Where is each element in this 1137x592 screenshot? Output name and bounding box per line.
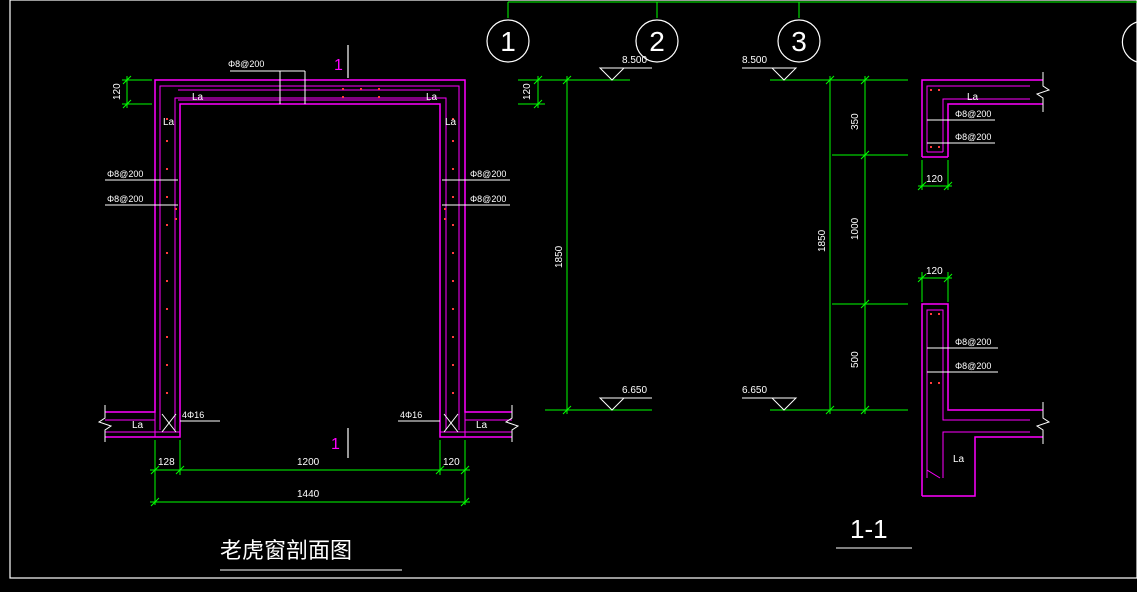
section-mark-top: 1 (334, 57, 343, 74)
rebar-label-top: Φ8@200 (228, 59, 264, 69)
rebar-label-left-1: Φ8@200 (107, 169, 143, 179)
axis-label: 1 (500, 26, 516, 57)
la-label: La (967, 92, 979, 103)
la-label: La (476, 420, 488, 431)
section-title: 1-1 (850, 514, 888, 544)
elevation-top: 8.500 (742, 55, 767, 66)
elevation-bottom: 6.650 (742, 385, 767, 396)
elevation-marker-bottom-right: 6.650 (742, 385, 798, 411)
rebar-label-section-top-1: Φ8@200 (955, 109, 991, 119)
dim-section-top-width: 120 (926, 174, 943, 185)
leader-left-rebar (105, 179, 510, 422)
la-label: La (163, 117, 175, 128)
rebar-label-right-1: Φ8@200 (470, 169, 506, 179)
elevation-dims-mid (518, 75, 908, 415)
rebar-label-corner-right: 4Φ16 (400, 410, 422, 420)
la-label: La (192, 92, 204, 103)
dim-total-width: 1440 (297, 489, 320, 500)
la-label: La (445, 117, 457, 128)
dim-top-thickness: 120 (112, 83, 123, 100)
dim-section-bottom (917, 272, 953, 302)
dim-left-bottom: 128 (158, 457, 175, 468)
dim-section-top (917, 160, 953, 191)
dim-seg-350: 350 (850, 113, 861, 130)
elevation-top: 8.500 (622, 55, 647, 66)
la-label: La (132, 420, 144, 431)
la-label: La (953, 454, 965, 465)
section-detail-top (921, 72, 1051, 158)
axis-bubble-partial (1121, 21, 1137, 63)
axis-bubble-3: 3 (777, 19, 821, 63)
axis-label: 2 (649, 26, 665, 57)
la-label: La (426, 92, 438, 103)
axis-label: 3 (791, 26, 807, 57)
leader-top-stirrup: Φ8@200 (228, 59, 306, 104)
rebar-label-left-2: Φ8@200 (107, 194, 143, 204)
elevation-bottom: 6.650 (622, 385, 647, 396)
section-cut-marks: 1 1 (331, 45, 349, 458)
section-bottom-rebar-dots (930, 313, 940, 384)
rebar-label-section-bottom-1: Φ8@200 (955, 337, 991, 347)
axis-bubble-1: 1 (486, 19, 530, 63)
elevation-marker-top-right: 8.500 (742, 55, 798, 81)
dim-seg-500: 500 (850, 351, 861, 368)
rebar-label-right-2: Φ8@200 (470, 194, 506, 204)
drawing-title: 老虎窗剖面图 (220, 539, 352, 564)
drawing-frame (9, 0, 1137, 579)
dim-right-thickness: 120 (443, 457, 460, 468)
elevation-marker-top-mid: 8.500 (598, 55, 652, 81)
rebar-label-section-top-2: Φ8@200 (955, 132, 991, 142)
section-detail-bottom (921, 303, 1051, 497)
dormer-frame (97, 79, 520, 442)
dim-left-frame (122, 75, 470, 507)
axis-bubble-2: 2 (635, 19, 679, 63)
dim-clear-width: 1200 (297, 457, 320, 468)
rebar-dots (166, 88, 454, 394)
elevation-marker-bottom-mid: 6.650 (598, 385, 652, 411)
dim-section-bottom-width: 120 (926, 266, 943, 277)
section-top-rebar-dots (930, 89, 940, 148)
rebar-label-section-bottom-2: Φ8@200 (955, 361, 991, 371)
rebar-label-corner-left: 4Φ16 (182, 410, 204, 420)
dim-height-mid: 1850 (817, 229, 828, 252)
dim-height-left: 1850 (554, 245, 565, 268)
dim-small-left: 120 (522, 83, 533, 100)
section-mark-bottom: 1 (331, 436, 340, 453)
dim-seg-1000: 1000 (850, 217, 861, 240)
